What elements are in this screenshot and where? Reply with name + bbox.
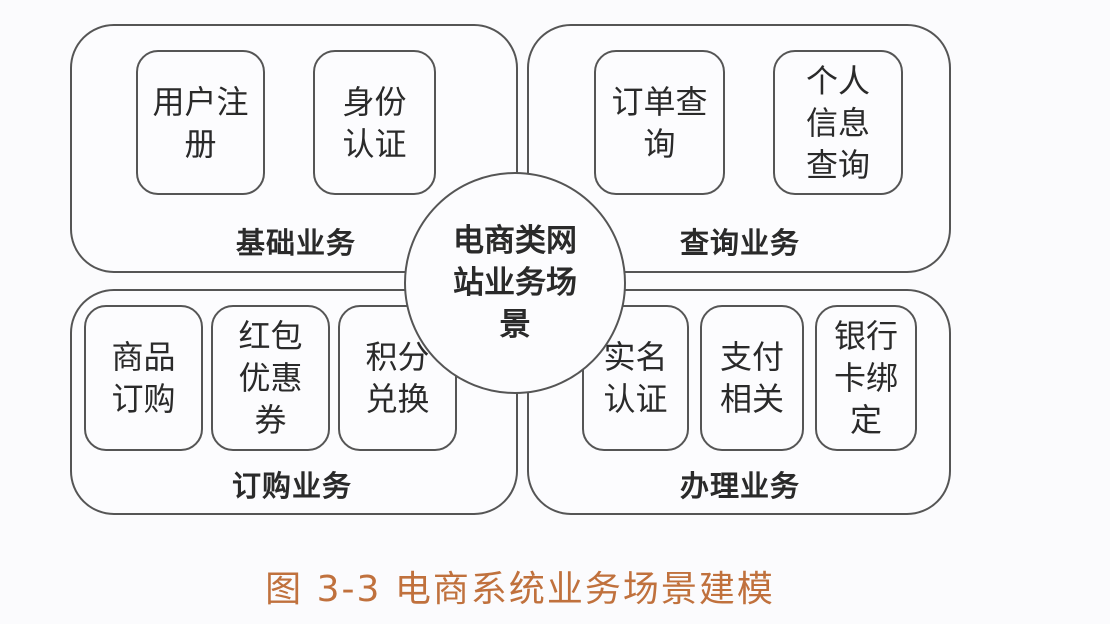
label-query-business: 查询业务 — [679, 226, 801, 260]
item-identity-auth: 身份认证 — [313, 50, 436, 195]
item-product-order: 商品订购 — [84, 305, 203, 451]
label-basic-business: 基础业务 — [235, 226, 357, 260]
item-personal-info-query: 个人信息查询 — [773, 50, 903, 195]
figure-caption: 图 3-3 电商系统业务场景建模 — [265, 569, 775, 610]
item-points-exchange: 积分兑换 — [338, 305, 457, 451]
item-bank-card-binding: 银行卡绑定 — [815, 305, 917, 451]
item-coupon: 红包优惠券 — [211, 305, 330, 451]
label-order-business: 订购业务 — [231, 469, 353, 503]
item-user-register: 用户注册 — [136, 50, 265, 195]
item-payment: 支付相关 — [700, 305, 804, 451]
label-handle-business: 办理业务 — [679, 469, 801, 503]
item-order-query: 订单查询 — [594, 50, 725, 195]
center-scenario-circle: 电商类网站业务场景 — [404, 172, 626, 394]
item-realname-auth: 实名认证 — [582, 305, 689, 451]
